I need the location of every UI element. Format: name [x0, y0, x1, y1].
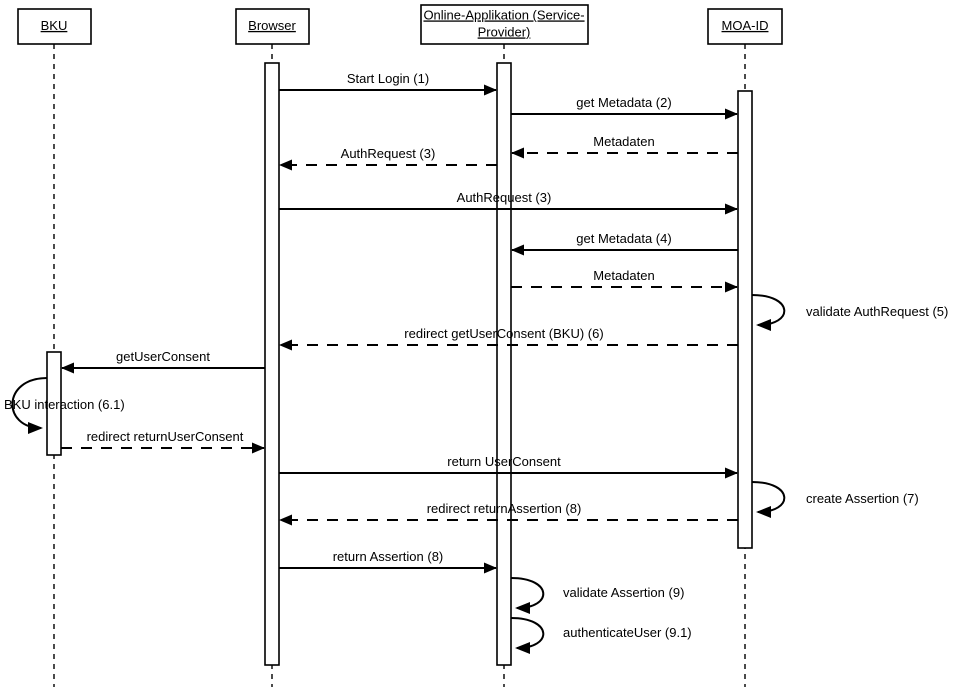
lifeline-header-box-online-applikation[interactable] [420, 4, 589, 45]
self-message-online-applikation[interactable]: validate Assertion (9) [510, 577, 684, 614]
message-label: get Metadata (2) [576, 95, 671, 110]
lifeline-online-applikation[interactable]: Online-Applikation (Service- Provider) [420, 4, 589, 687]
message-label: AuthRequest (3) [341, 146, 436, 161]
message-online-applikation-to-moa-id[interactable]: Metadaten [511, 268, 738, 293]
message-label: Start Login (1) [347, 71, 429, 86]
self-message-online-applikation[interactable]: authenticateUser (9.1) [510, 617, 692, 654]
self-message-moa-id[interactable]: validate AuthRequest (5) [751, 294, 948, 331]
activation-bars-layer [46, 62, 753, 666]
message-browser-to-moa-id[interactable]: return UserConsent [279, 454, 738, 479]
self-message-label: validate Assertion (9) [563, 585, 684, 600]
self-message-loop [751, 481, 786, 518]
lifeline-bku[interactable]: BKU [17, 8, 92, 687]
self-message-loop [510, 577, 545, 614]
self-message-label: validate AuthRequest (5) [806, 304, 948, 319]
self-message-loop [11, 377, 48, 434]
self-messages-layer: validate AuthRequest (5) BKU interaction … [4, 294, 948, 654]
activation-bar-online-applikation[interactable] [496, 62, 512, 666]
message-label: return UserConsent [447, 454, 561, 469]
activation-bar-moa-id[interactable] [737, 90, 753, 549]
message-label: AuthRequest (3) [457, 190, 552, 205]
message-moa-id-to-browser[interactable]: redirect getUserConsent (BKU) (6) [279, 326, 738, 351]
message-online-applikation-to-moa-id[interactable]: get Metadata (2) [511, 95, 738, 120]
lifeline-label-browser: Browser [248, 18, 296, 33]
self-message-label: create Assertion (7) [806, 491, 919, 506]
lifeline-header-box-bku[interactable] [17, 8, 92, 45]
message-browser-to-online-applikation[interactable]: Start Login (1) [279, 71, 497, 96]
message-label: Metadaten [593, 134, 654, 149]
message-label: get Metadata (4) [576, 231, 671, 246]
message-label: Metadaten [593, 268, 654, 283]
message-label: redirect returnAssertion (8) [427, 501, 582, 516]
lifeline-label-online-applikation: Online-Applikation (Service- [423, 7, 584, 22]
message-online-applikation-to-browser[interactable]: AuthRequest (3) [279, 146, 497, 171]
messages-layer: Start Login (1) get Metadata (2) Metadaten… [61, 71, 738, 574]
message-label: getUserConsent [116, 349, 210, 364]
message-moa-id-to-online-applikation[interactable]: get Metadata (4) [511, 231, 738, 256]
self-message-loop [510, 617, 545, 654]
message-label: redirect getUserConsent (BKU) (6) [404, 326, 603, 341]
message-bku-to-browser[interactable]: redirect returnUserConsent [61, 429, 265, 454]
message-browser-to-moa-id[interactable]: AuthRequest (3) [279, 190, 738, 215]
self-message-loop [751, 294, 786, 331]
activation-bar-bku[interactable] [46, 351, 62, 456]
self-message-label: authenticateUser (9.1) [563, 625, 692, 640]
self-message-moa-id[interactable]: create Assertion (7) [751, 481, 919, 518]
message-moa-id-to-online-applikation[interactable]: Metadaten [511, 134, 738, 159]
self-message-bku[interactable]: BKU interaction (6.1) [4, 377, 125, 434]
lifeline-label-bku: BKU [41, 18, 68, 33]
lifeline-header-box-browser[interactable] [235, 8, 310, 45]
self-message-label: BKU interaction (6.1) [4, 397, 125, 412]
message-browser-to-online-applikation[interactable]: return Assertion (8) [279, 549, 497, 574]
lifeline-label-online-applikation: Provider) [478, 24, 531, 39]
message-label: redirect returnUserConsent [87, 429, 244, 444]
message-moa-id-to-browser[interactable]: redirect returnAssertion (8) [279, 501, 738, 526]
message-label: return Assertion (8) [333, 549, 444, 564]
activation-bar-browser[interactable] [264, 62, 280, 666]
lifeline-label-moa-id: MOA-ID [722, 18, 769, 33]
message-browser-to-bku[interactable]: getUserConsent [61, 349, 265, 374]
